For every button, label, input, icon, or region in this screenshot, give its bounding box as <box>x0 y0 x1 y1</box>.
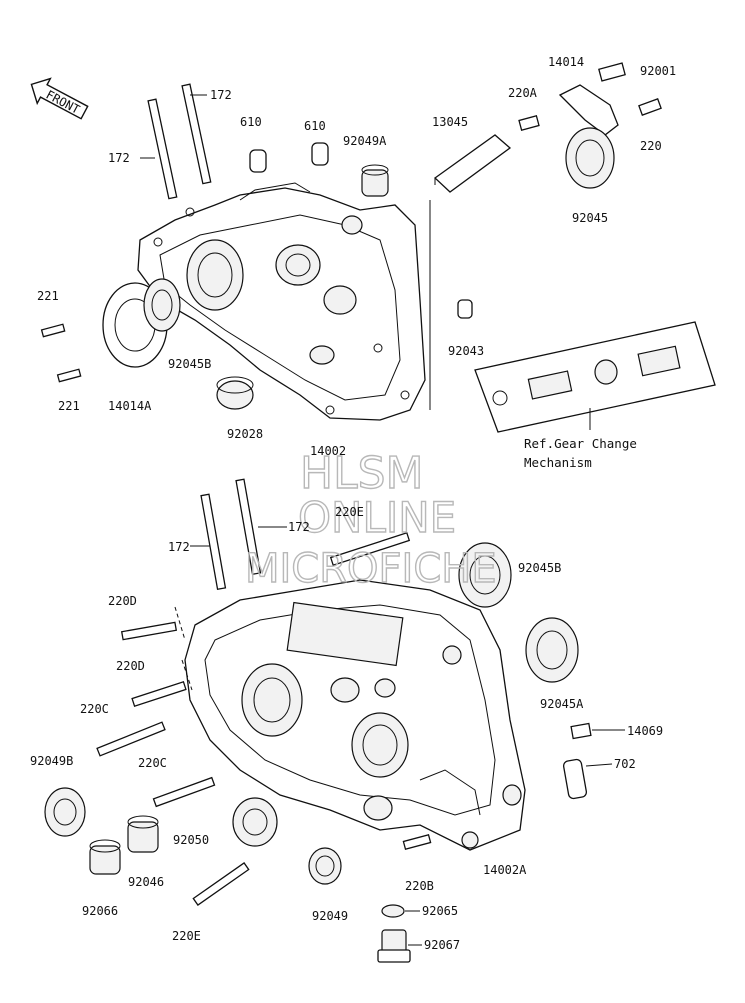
pin-92043 <box>457 299 473 319</box>
label-220C-b: 220C <box>138 756 167 770</box>
screw-221-b <box>56 368 82 383</box>
screw-221-a <box>40 323 66 338</box>
ref-note-line2: Mechanism <box>524 455 592 470</box>
label-92001: 92001 <box>640 64 676 78</box>
crankcase-upper <box>137 182 426 421</box>
seal-92049A <box>361 164 389 197</box>
label-92067: 92067 <box>424 938 460 952</box>
front-arrow-icon: FRONT <box>30 77 89 120</box>
label-92045B-mid: 92045B <box>518 561 561 575</box>
label-92065: 92065 <box>422 904 458 918</box>
label-92043: 92043 <box>448 344 484 358</box>
seal-92049B <box>44 787 86 837</box>
gear-change-ref-box <box>474 321 716 433</box>
dowel-610-b <box>311 142 329 166</box>
label-172-mid-b: 172 <box>168 540 190 554</box>
bolt-220 <box>638 98 662 116</box>
collar-92028 <box>216 376 254 410</box>
fitting-14069 <box>570 722 592 740</box>
stud-172-mid-a <box>200 493 227 591</box>
label-14014: 14014 <box>548 55 584 69</box>
label-221-a: 221 <box>37 289 59 303</box>
bolt-220E-bottom <box>192 862 250 906</box>
label-92028: 92028 <box>227 427 263 441</box>
bolt-220D-a <box>120 621 178 641</box>
front-label: FRONT <box>44 88 82 117</box>
watermark-line2: ONLINE <box>298 493 456 542</box>
label-220D-a: 220D <box>108 594 137 608</box>
label-14069: 14069 <box>627 724 663 738</box>
label-92050: 92050 <box>173 833 209 847</box>
bearing-92045B-mid <box>458 542 512 608</box>
label-92049: 92049 <box>312 909 348 923</box>
tube-702 <box>562 758 588 800</box>
bolt-220B <box>402 833 432 851</box>
bearing-92045-top <box>565 127 615 189</box>
watermark-line1: HLSM <box>300 448 424 499</box>
seal-92049 <box>308 847 342 885</box>
plate-13045 <box>433 134 512 193</box>
bolt-92001 <box>598 62 626 82</box>
stud-172-top-a <box>147 98 178 200</box>
label-221-b: 221 <box>58 399 80 413</box>
bolt-220A <box>518 115 540 131</box>
bolt-220C-b <box>152 776 216 808</box>
plug-92066 <box>89 839 121 875</box>
bearing-92045B-top <box>143 278 181 332</box>
stud-172-mid-b <box>235 478 262 576</box>
label-14014A: 14014A <box>108 399 152 413</box>
label-220D-b: 220D <box>116 659 145 673</box>
label-220C-a: 220C <box>80 702 109 716</box>
label-172-mid-a: 172 <box>288 520 310 534</box>
label-172-top-a: 172 <box>210 88 232 102</box>
plug-92067 <box>377 929 411 963</box>
label-220A: 220A <box>508 86 538 100</box>
label-92066: 92066 <box>82 904 118 918</box>
label-610-b: 610 <box>304 119 326 133</box>
ref-note-line1: Ref.Gear Change <box>524 436 637 451</box>
label-220E-bottom: 220E <box>172 929 201 943</box>
crankcase-lower <box>184 579 526 851</box>
label-92045-top: 92045 <box>572 211 608 225</box>
label-13045: 13045 <box>432 115 468 129</box>
bolt-220E-top <box>329 532 411 566</box>
label-172-top-b: 172 <box>108 151 130 165</box>
label-92046: 92046 <box>128 875 164 889</box>
label-92049A: 92049A <box>343 134 387 148</box>
label-220-top: 220 <box>640 139 662 153</box>
label-220E-top: 220E <box>335 505 364 519</box>
bolt-220D-b <box>131 681 187 707</box>
bearing-92045A <box>525 617 579 683</box>
label-610-a: 610 <box>240 115 262 129</box>
label-220B: 220B <box>405 879 434 893</box>
label-14002: 14002 <box>310 444 346 458</box>
dowel-610-a <box>249 149 267 173</box>
cover-14014 <box>558 84 619 136</box>
collar-92046 <box>127 815 159 853</box>
label-92045B-top: 92045B <box>168 357 211 371</box>
label-14002A: 14002A <box>483 863 527 877</box>
label-702: 702 <box>614 757 636 771</box>
label-92045A: 92045A <box>540 697 584 711</box>
seal-92050 <box>232 797 278 847</box>
label-92049B: 92049B <box>30 754 73 768</box>
bolt-220C-a <box>96 721 166 757</box>
washer-92065 <box>381 904 405 918</box>
stud-172-top-b <box>181 83 212 185</box>
watermark-line3: MICROFICHE <box>245 546 497 592</box>
